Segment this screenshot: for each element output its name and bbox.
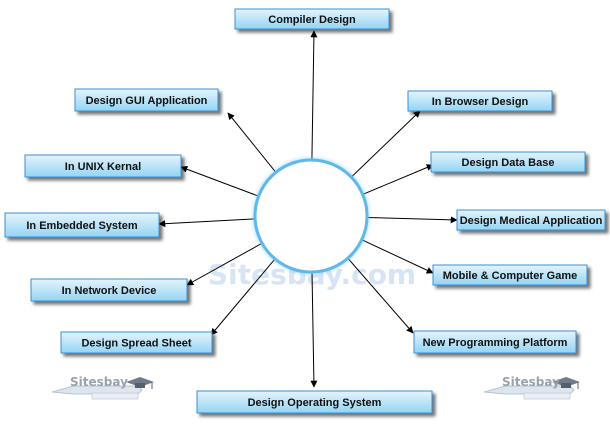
sitesbay-logo-right: Sitesbay	[483, 375, 580, 400]
node-box-embedded	[4, 212, 160, 238]
node-unix: In UNIX Kernal	[24, 154, 182, 178]
node-box-gui	[74, 88, 219, 112]
node-label-compiler: Compiler Design	[268, 14, 356, 26]
node-label-browser: In Browser Design	[432, 96, 529, 108]
node-box-spreadsheet	[60, 331, 213, 354]
edge-embedded	[158, 218, 256, 228]
node-label-spreadsheet: Design Spread Sheet	[81, 338, 191, 350]
edge-browser	[350, 110, 421, 178]
node-box-os	[196, 390, 433, 414]
node-label-medical: Design Medical Application	[460, 215, 603, 227]
node-platform: New Programming Platform	[413, 330, 577, 354]
sitesbay-logo-left: Sitesbay	[51, 375, 154, 400]
node-box-browser	[407, 90, 553, 112]
edge-os	[310, 271, 318, 388]
node-box-unix	[24, 154, 182, 178]
node-label-unix: In UNIX Kernal	[65, 161, 141, 173]
node-embedded: In Embedded System	[4, 212, 160, 238]
node-box-game	[432, 264, 588, 286]
node-box-compiler	[234, 8, 390, 30]
node-label-platform: New Programming Platform	[423, 337, 568, 349]
node-compiler: Compiler Design	[234, 8, 390, 30]
node-gui: Design GUI Application	[74, 88, 219, 112]
edge-game	[361, 239, 434, 274]
node-label-os: Design Operating System	[248, 397, 382, 409]
center-circle	[253, 158, 369, 274]
edge-spreadsheet	[210, 258, 276, 336]
edges-layer	[158, 30, 458, 388]
graduation-cap-icon	[552, 377, 580, 389]
node-label-gui: Design GUI Application	[86, 95, 208, 107]
edge-database	[362, 164, 434, 195]
logo-text-left: Sitesbay	[70, 375, 128, 389]
pen-icon	[483, 385, 575, 395]
graduation-cap-icon	[126, 377, 154, 389]
node-box-medical	[456, 209, 606, 231]
logo-text-right: Sitesbay	[502, 375, 560, 389]
node-database: Design Data Base	[430, 151, 586, 173]
node-game: Mobile & Computer Game	[432, 264, 588, 286]
edge-medical	[366, 216, 458, 224]
node-spreadsheet: Design Spread Sheet	[60, 331, 213, 354]
node-label-embedded: In Embedded System	[26, 220, 137, 232]
edge-unix	[180, 165, 259, 197]
edge-network	[186, 242, 263, 286]
edge-compiler	[310, 30, 318, 161]
node-network: In Network Device	[30, 278, 188, 302]
node-os: Design Operating System	[196, 390, 433, 414]
node-box-platform	[413, 330, 577, 354]
edge-platform	[347, 257, 414, 334]
node-label-network: In Network Device	[62, 285, 157, 297]
node-medical: Design Medical Application	[456, 209, 606, 231]
edge-gui	[227, 112, 277, 173]
node-label-game: Mobile & Computer Game	[443, 270, 577, 282]
node-label-database: Design Data Base	[462, 157, 555, 169]
node-box-database	[430, 151, 586, 173]
node-box-network	[30, 278, 188, 302]
node-browser: In Browser Design	[407, 90, 553, 112]
pen-icon	[51, 385, 143, 395]
